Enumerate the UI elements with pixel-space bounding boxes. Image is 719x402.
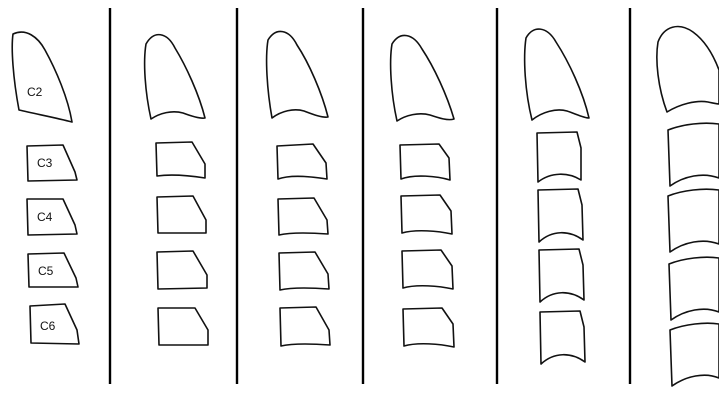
c4-vertebra-outline [278,198,328,235]
c6-label: C6 [40,319,56,333]
c3-vertebra-outline [668,123,719,186]
c4-vertebra-outline [538,189,583,242]
c6-vertebra-outline [670,323,719,386]
c3-vertebra-outline [277,144,327,179]
stage-6 [657,27,719,386]
stage-2 [145,35,208,345]
c3-label: C3 [37,156,53,170]
c5-vertebra-outline [279,252,329,290]
stage-5 [525,29,589,364]
c3-vertebra-outline [156,142,205,178]
c2-label: C2 [27,85,43,99]
c5-label: C5 [38,264,54,278]
c6-vertebra-outline [280,307,330,346]
c6-vertebra-outline [158,308,208,345]
c5-vertebra-outline [539,249,584,302]
c5-vertebra-outline [402,250,453,289]
c2-vertebra-outline [391,35,454,121]
c5-vertebra-outline [669,257,719,320]
c3-vertebra-outline [537,132,581,182]
c2-vertebra-outline [267,31,328,118]
c2-vertebra-outline [145,35,205,119]
stage-4 [391,35,454,347]
c6-vertebra-outline [540,311,585,364]
stage-1: C2 C3 C4 C5 C6 [12,32,79,344]
c4-vertebra-outline [157,196,206,233]
c4-label: C4 [37,210,53,224]
c2-vertebra-outline [657,27,719,112]
c4-vertebra-outline [668,189,719,252]
stage-3 [267,31,330,346]
c2-vertebra-outline [12,32,72,122]
c5-vertebra-outline [157,251,207,289]
c3-vertebra-outline [400,144,450,180]
c2-vertebra-outline [525,29,589,120]
c6-vertebra-outline [403,308,454,347]
c4-vertebra-outline [401,195,452,234]
